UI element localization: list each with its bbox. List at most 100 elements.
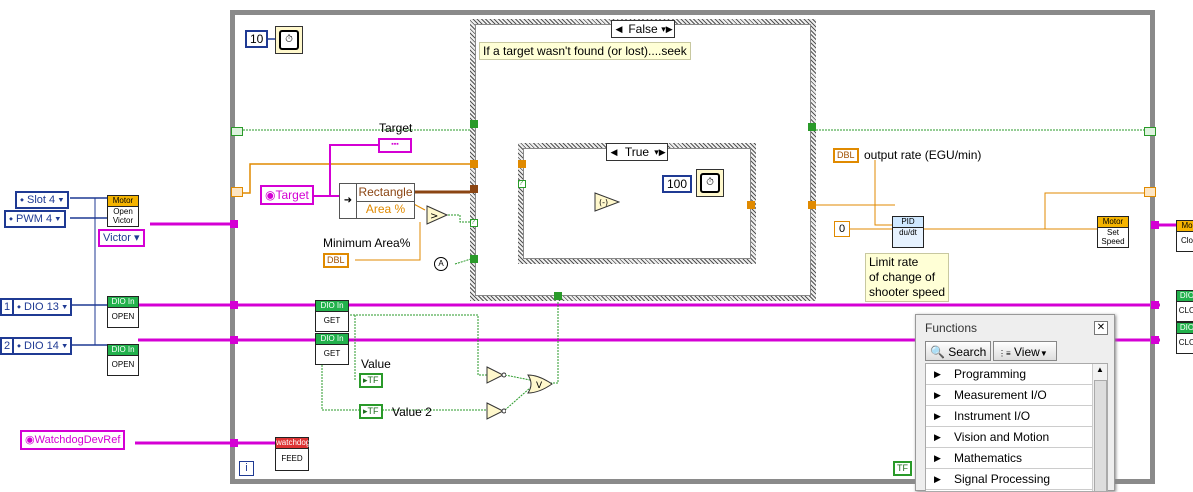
decrement-arrow-icon[interactable]: ◀ xyxy=(615,24,623,34)
dropdown-arrow-icon[interactable]: ▾▶ xyxy=(654,147,666,157)
or-function[interactable]: V xyxy=(527,374,553,394)
dio13-constant[interactable]: ⬩ DIO 13 ▾ xyxy=(12,298,73,316)
not-function-1[interactable] xyxy=(486,366,506,384)
info-icon[interactable]: i xyxy=(239,461,254,476)
tunnel-pink-5 xyxy=(1151,221,1159,229)
decrement-arrow-icon[interactable]: ◀ xyxy=(610,147,618,157)
case-tunnel-num-in xyxy=(470,160,478,168)
scroll-up-arrow-icon[interactable]: ▲ xyxy=(1096,365,1104,374)
slot-constant[interactable]: ⬩ Slot 4 ▾ xyxy=(15,191,69,209)
expand-arrow-icon: ▶ xyxy=(934,453,941,463)
min-area-control[interactable]: DBL xyxy=(323,253,349,268)
close-icon[interactable]: ✕ xyxy=(1094,321,1108,335)
while-loop[interactable] xyxy=(230,10,1155,484)
search-button[interactable]: 🔍 Search xyxy=(925,341,991,361)
shift-register-right-bool xyxy=(1144,127,1156,136)
case-tunnel-bool-in xyxy=(470,255,478,263)
inner-case-selector[interactable]: ◀ True ▾▶ xyxy=(606,143,668,161)
inner-wait-ms-constant[interactable]: 100 xyxy=(662,175,693,193)
value2-label: Value 2 xyxy=(392,405,432,419)
dio14-constant[interactable]: ⬩ DIO 14 ▾ xyxy=(12,337,73,355)
shift-register-left-num xyxy=(231,187,243,197)
view-options-icon: ⋮≡ xyxy=(998,349,1011,358)
dio13-index[interactable]: 1 xyxy=(0,298,15,316)
wait-ms-constant[interactable]: 10 xyxy=(245,30,269,48)
clock-icon: ⏱ xyxy=(279,30,299,50)
value2-indicator[interactable]: ▸TF xyxy=(359,404,383,419)
expand-arrow-icon: ▶ xyxy=(934,474,941,484)
tunnel-pink-1 xyxy=(230,220,238,228)
output-rate-control[interactable]: DBL xyxy=(833,148,859,163)
value-indicator[interactable]: ▸TF xyxy=(359,373,383,388)
greater-than-function[interactable]: > xyxy=(426,205,448,225)
min-area-label: Minimum Area% xyxy=(323,236,411,250)
functions-palette[interactable]: Functions ✕ 🔍 Search ⋮≡ View▼ ▶Programmi… xyxy=(915,314,1115,492)
tunnel-pink-6 xyxy=(1151,301,1159,309)
expand-arrow-icon: ▶ xyxy=(934,369,941,379)
palette-category-mathematics[interactable]: ▶Mathematics xyxy=(926,448,1107,469)
output-rate-label: output rate (EGU/min) xyxy=(864,148,982,162)
svg-text:>: > xyxy=(430,211,438,222)
expand-arrow-icon: ▶ xyxy=(934,411,941,421)
pid-comment: Limit rate of change of shooter speed xyxy=(865,253,950,302)
palette-scrollbar[interactable]: ▲ xyxy=(1092,364,1107,491)
tunnel-pink-7 xyxy=(1151,336,1159,344)
pwm-constant[interactable]: ⬩ PWM 4 ▾ xyxy=(4,210,66,228)
inner-tunnel-num-in xyxy=(518,160,526,168)
outer-case-selector[interactable]: ◀ False ▾▶ xyxy=(611,20,675,38)
arrow-right-icon: ➜ xyxy=(340,184,357,218)
palette-title: Functions xyxy=(925,321,978,335)
dio13-close-vi[interactable]: DIOCLO xyxy=(1176,290,1193,322)
case-tunnel-bool-top xyxy=(470,120,478,128)
target-indicator[interactable]: ▪▪▪ xyxy=(378,138,412,153)
view-button[interactable]: ⋮≡ View▼ xyxy=(993,341,1057,361)
negate-function[interactable]: (-) xyxy=(594,192,620,212)
scroll-thumb[interactable] xyxy=(1094,380,1107,491)
expand-arrow-icon: ▶ xyxy=(934,390,941,400)
zero-constant[interactable]: 0 xyxy=(834,221,851,237)
seek-comment: If a target wasn't found (or lost)....se… xyxy=(479,42,691,60)
unbundle-by-name[interactable]: ➜ Rectangle Area % xyxy=(339,183,415,219)
case-tunnel-bool-top-right xyxy=(808,123,816,131)
expand-arrow-icon: ▶ xyxy=(934,432,941,442)
partial-bool-indicator[interactable]: TF xyxy=(893,461,912,476)
target-label: Target xyxy=(379,121,413,135)
palette-category-list[interactable]: ▶Programming ▶Measurement I/O ▶Instrumen… xyxy=(925,363,1108,492)
shift-register-left-bool xyxy=(231,127,243,136)
palette-category-signal-processing[interactable]: ▶Signal Processing xyxy=(926,469,1107,490)
wait-ms-function[interactable]: ⏱ xyxy=(275,26,303,54)
case-tunnel-num-out xyxy=(808,201,816,209)
watchdog-ref-control[interactable]: ◉WatchdogDevRef xyxy=(20,430,126,450)
constant-icon: A xyxy=(434,257,448,271)
svg-text:(-): (-) xyxy=(599,198,608,207)
tunnel-pink-3 xyxy=(230,336,238,344)
inner-case-structure[interactable] xyxy=(518,143,756,264)
search-icon: 🔍 xyxy=(930,345,945,359)
inner-wait-ms-function[interactable]: ⏱ xyxy=(696,169,724,197)
inner-selector-terminal: ? xyxy=(518,180,526,188)
dropdown-arrow-icon[interactable]: ▾▶ xyxy=(661,24,673,34)
svg-text:V: V xyxy=(536,381,543,391)
palette-category-measurement-io[interactable]: ▶Measurement I/O xyxy=(926,385,1107,406)
shift-register-right-num xyxy=(1144,187,1156,197)
palette-category-instrument-io[interactable]: ▶Instrument I/O xyxy=(926,406,1107,427)
not-function-2[interactable] xyxy=(486,402,506,420)
palette-category-programming[interactable]: ▶Programming xyxy=(926,364,1107,385)
palette-category-vision-motion[interactable]: ▶Vision and Motion xyxy=(926,427,1107,448)
target-ref-control[interactable]: ◉Target xyxy=(260,185,314,205)
motor-type-ring[interactable]: Victor ▾ xyxy=(98,229,145,247)
case-tunnel-cluster-in xyxy=(470,185,478,193)
inner-tunnel-num-out xyxy=(747,201,755,209)
dio14-close-vi[interactable]: DIOCLO xyxy=(1176,322,1193,354)
tunnel-pink-4 xyxy=(230,439,238,447)
clock-icon: ⏱ xyxy=(700,173,720,193)
